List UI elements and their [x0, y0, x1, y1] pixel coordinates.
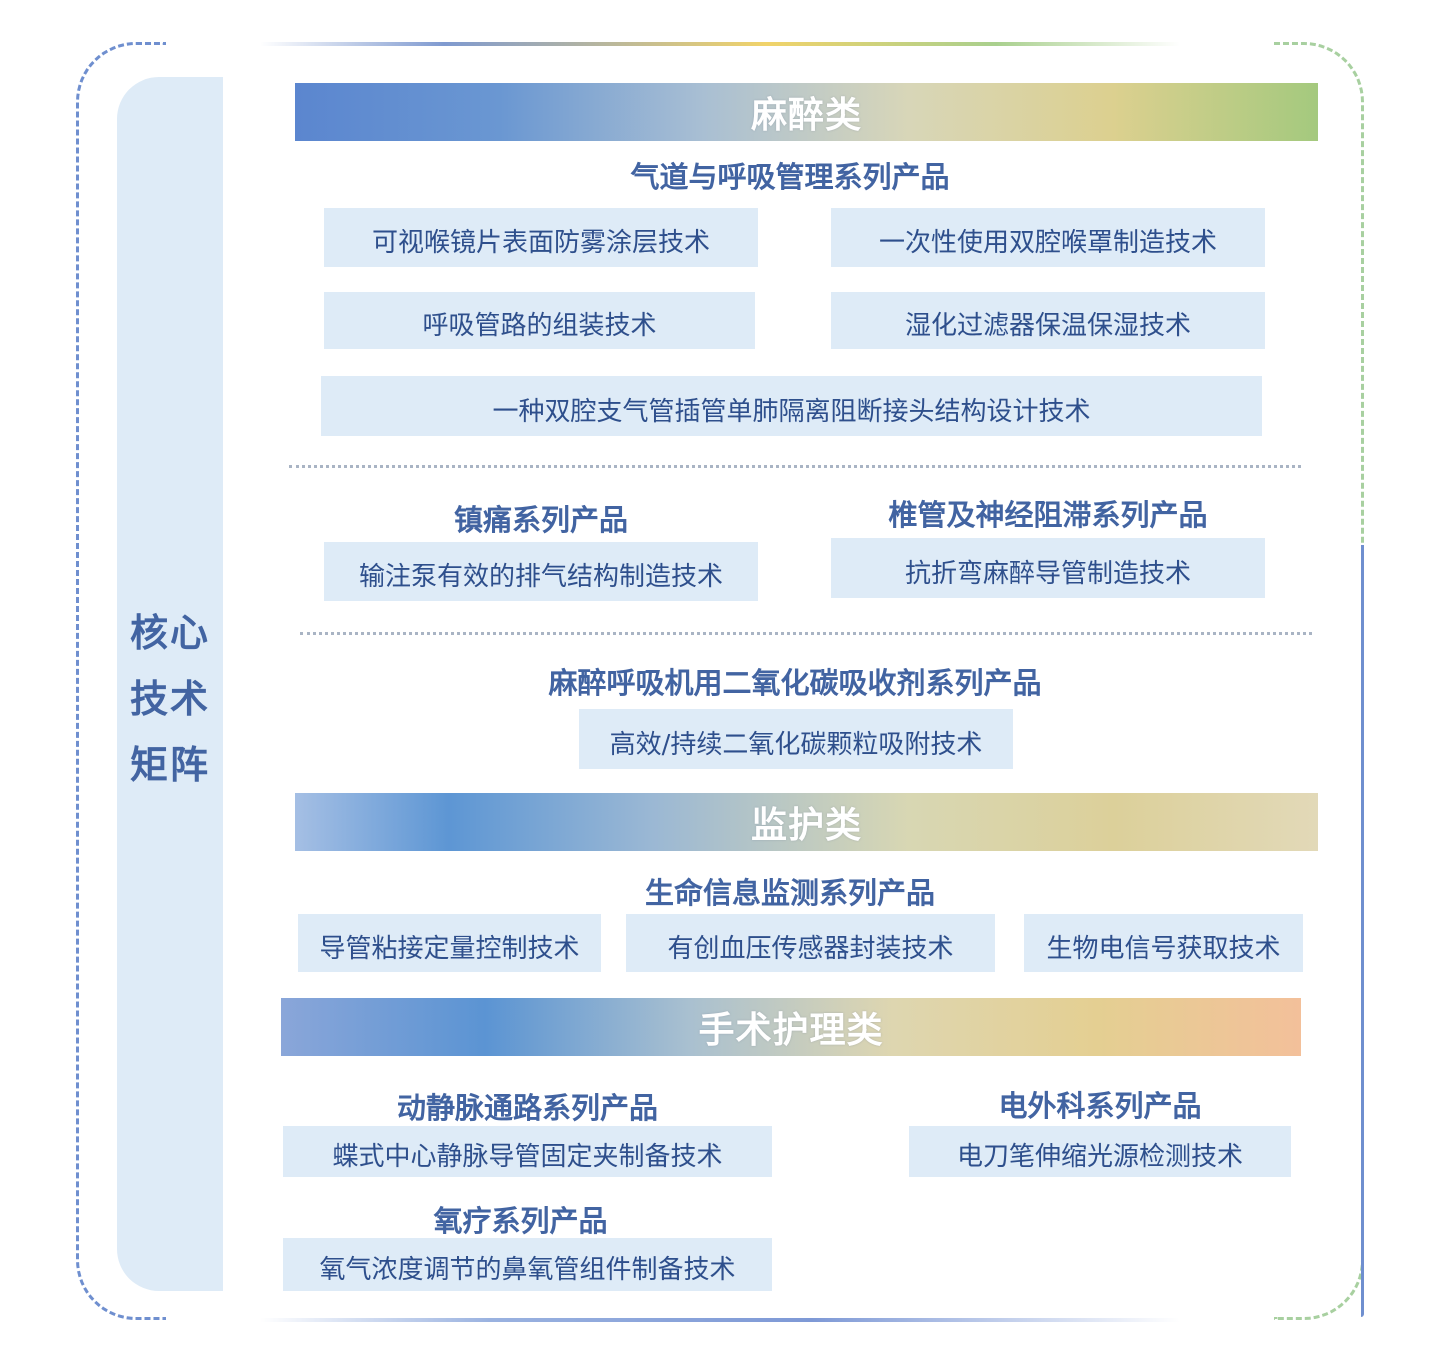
side-label: 核心 技术 矩阵 — [129, 611, 210, 787]
series-heading-co2: 麻醉呼吸机用二氧化碳吸收剂系列产品 — [548, 666, 1042, 700]
series-heading-vital: 生命信息监测系列产品 — [644, 876, 935, 910]
tech-box: 输注泵有效的排气结构制造技术 — [324, 542, 758, 601]
tech-box: 湿化过滤器保温保湿技术 — [831, 292, 1265, 349]
category-banner-anesthesia: 麻醉类 — [295, 83, 1318, 141]
side-panel — [117, 77, 223, 1291]
series-heading-airway: 气道与呼吸管理系列产品 — [630, 160, 950, 194]
series-heading-vascular: 动静脉通路系列产品 — [396, 1091, 658, 1125]
tech-box: 一次性使用双腔喉罩制造技术 — [831, 208, 1265, 267]
series-heading-catheter: 椎管及神经阻滞系列产品 — [888, 498, 1208, 532]
dotted-divider — [289, 465, 1301, 468]
tech-box: 有创血压传感器封装技术 — [626, 914, 995, 972]
frame-top-line — [260, 42, 1180, 46]
series-heading-oxygen: 氧疗系列产品 — [433, 1204, 608, 1238]
tech-box: 生物电信号获取技术 — [1024, 914, 1303, 972]
tech-box: 高效/持续二氧化碳颗粒吸附技术 — [579, 709, 1013, 769]
tech-box: 蝶式中心静脉导管固定夹制备技术 — [283, 1126, 772, 1177]
tech-box: 导管粘接定量控制技术 — [298, 914, 601, 972]
tech-box: 可视喉镜片表面防雾涂层技术 — [324, 208, 758, 267]
dotted-divider — [300, 632, 1312, 635]
tech-box: 一种双腔支气管插管单肺隔离阻断接头结构设计技术 — [321, 376, 1262, 436]
category-banner-surgical-care: 手术护理类 — [281, 998, 1301, 1056]
tech-box: 氧气浓度调节的鼻氧管组件制备技术 — [283, 1238, 772, 1291]
frame-bottom-line — [260, 1318, 1180, 1322]
tech-box: 电刀笔伸缩光源检测技术 — [909, 1126, 1291, 1177]
series-heading-electrosurgery: 电外科系列产品 — [998, 1089, 1202, 1123]
tech-box: 呼吸管路的组装技术 — [324, 292, 755, 349]
category-banner-monitoring: 监护类 — [295, 793, 1318, 851]
series-heading-analgesia: 镇痛系列产品 — [453, 503, 628, 537]
tech-box: 抗折弯麻醉导管制造技术 — [831, 538, 1265, 598]
